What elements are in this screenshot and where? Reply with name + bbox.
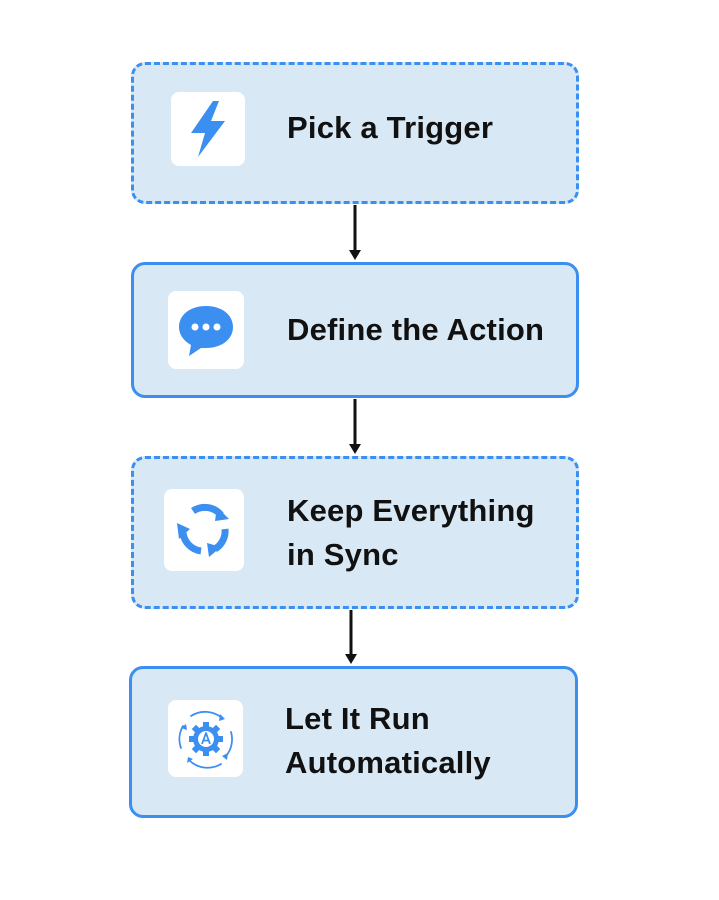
step-keep-in-sync: Keep Everything in Sync <box>131 456 579 609</box>
step-define-action: Define the Action <box>131 262 579 398</box>
step-run-automatically: Let It Run Automatically <box>129 666 578 818</box>
sync-arrows-icon <box>164 489 244 571</box>
step-pick-trigger-label: Pick a Trigger <box>287 110 494 145</box>
arrow-sync-to-run <box>345 610 357 664</box>
chat-bubble-icon <box>168 291 244 369</box>
arrow-action-to-sync <box>349 399 361 454</box>
step-pick-trigger: Pick a Trigger <box>131 62 579 204</box>
lightning-bolt-icon <box>171 92 245 166</box>
automation-gear-icon <box>168 700 243 777</box>
arrow-trigger-to-action <box>349 205 361 260</box>
step-keep-in-sync-label: Keep Everything in Sync <box>287 493 535 572</box>
step-define-action-label: Define the Action <box>287 312 545 347</box>
step-run-automatically-label: Let It Run Automatically <box>285 701 491 780</box>
